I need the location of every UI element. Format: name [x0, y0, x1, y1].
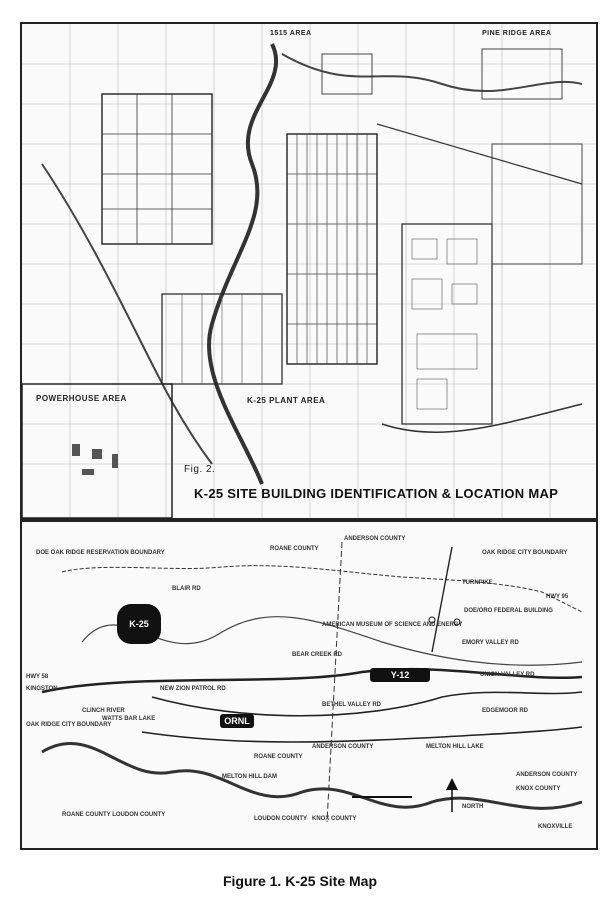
pine-ridge-area-label: PINE RIDGE AREA — [482, 30, 552, 37]
watts-bar-lake-label: WATTS BAR LAKE — [102, 716, 156, 722]
american-museum-label: AMERICAN MUSEUM OF SCIENCE AND ENERGY — [322, 622, 463, 628]
bear-creek-rd-label: BEAR CREEK RD — [292, 652, 343, 658]
area-1515-outline — [321, 53, 373, 95]
museum-marker — [428, 616, 436, 624]
ne-complex — [491, 143, 583, 265]
u-building-bays — [181, 294, 263, 384]
area-1515-label: 1515 AREA — [270, 30, 312, 37]
reservation-boundary — [61, 565, 583, 613]
oak-ridge-city-boundary-label: OAK RIDGE CITY BOUNDARY — [482, 550, 568, 556]
turnpike-road — [431, 546, 453, 653]
union-valley-rd-label: UNION VALLEY RD — [480, 672, 535, 678]
turnpike-label: TURNPIKE — [462, 580, 493, 586]
hwy-95-label: HWY 95 — [546, 594, 569, 600]
plant-area-label: K-25 PLANT AREA — [247, 396, 326, 405]
building-map-drawing — [22, 24, 596, 518]
map-grid — [22, 24, 596, 518]
edgemoor-rd-label: EDGEMOOR RD — [482, 708, 529, 714]
bear-creek-road — [151, 691, 583, 717]
plant-central-block — [286, 133, 378, 365]
emory-valley-rd-label: EMORY VALLEY RD — [462, 640, 519, 646]
oak-ridge-city-boundary-sw-label: OAK RIDGE CITY BOUNDARY — [26, 722, 112, 728]
clinch-river-label: CLINCH RIVER — [82, 708, 125, 714]
oak-ridge-reservation-map: K-25 Y-12 ORNL DOE OAK RIDGE RESERVATION… — [20, 520, 598, 850]
k25-site-building-map: 1515 AREA PINE RIDGE AREA POWERHOUSE ARE… — [20, 22, 598, 520]
bethel-valley-road — [141, 726, 583, 743]
road-north — [376, 123, 583, 185]
k25-site-marker: K-25 — [117, 604, 161, 644]
roane-county-north-label: ROANE COUNTY — [270, 546, 319, 552]
y12-site-marker: Y-12 — [370, 668, 430, 682]
road-south — [381, 403, 583, 433]
knox-county-label: KNOX COUNTY — [312, 816, 357, 822]
north-label: NORTH — [462, 804, 484, 810]
pine-ridge-outline — [481, 48, 563, 100]
roane-loudon-label: ROANE COUNTY LOUDON COUNTY — [62, 812, 166, 818]
process-building-cells — [102, 94, 212, 244]
loudon-county-label: LOUDON COUNTY — [254, 816, 307, 822]
powerhouse-buildings — [72, 444, 118, 475]
hwy-95-road — [41, 667, 583, 694]
hwy-58-label: HWY 58 — [26, 674, 49, 680]
plant-central-buildings — [287, 134, 377, 364]
melton-hill-dam-label: MELTON HILL DAM — [222, 774, 277, 780]
anderson-county-south-label: ANDERSON COUNTY — [312, 744, 374, 750]
anderson-county-north-label: ANDERSON COUNTY — [344, 536, 406, 542]
new-zion-patrol-rd-label: NEW ZION PATROL RD — [160, 686, 226, 692]
east-complex-buildings — [411, 238, 478, 410]
north-arrowhead — [446, 778, 458, 790]
bethel-valley-rd-label: BETHEL VALLEY RD — [322, 702, 382, 708]
county-line — [326, 541, 343, 823]
figure-caption: Figure 1. K-25 Site Map — [222, 873, 378, 889]
federal-building-marker — [453, 618, 461, 626]
knox-county-se-label: KNOX COUNTY — [516, 786, 561, 792]
creek — [41, 163, 213, 465]
anderson-county-se-label: ANDERSON COUNTY — [516, 772, 578, 778]
powerhouse-inset — [22, 383, 173, 518]
upper-river — [281, 53, 583, 92]
fig-2-label: Fig. 2. — [184, 464, 216, 475]
river — [207, 43, 279, 485]
east-complex — [401, 223, 493, 425]
roane-county-south-label: ROANE COUNTY — [254, 754, 303, 760]
knoxville-label: KNOXVILLE — [538, 824, 573, 830]
powerhouse-area-label: POWERHOUSE AREA — [36, 394, 127, 403]
ornl-site-marker: ORNL — [220, 714, 254, 728]
melton-hill-lake-label: MELTON HILL LAKE — [426, 744, 484, 750]
federal-building-label: DOE/ORO FEDERAL BUILDING — [464, 608, 553, 614]
blair-rd-label: BLAIR RD — [172, 586, 201, 592]
reservation-map-drawing — [41, 541, 583, 823]
reservation-boundary-label: DOE OAK RIDGE RESERVATION BOUNDARY — [36, 550, 165, 556]
kingston-label: KINGSTON — [26, 686, 58, 692]
building-map-title: K-25 SITE BUILDING IDENTIFICATION & LOCA… — [194, 486, 559, 501]
clinch-river-path — [41, 742, 583, 810]
process-building-left — [101, 93, 213, 245]
